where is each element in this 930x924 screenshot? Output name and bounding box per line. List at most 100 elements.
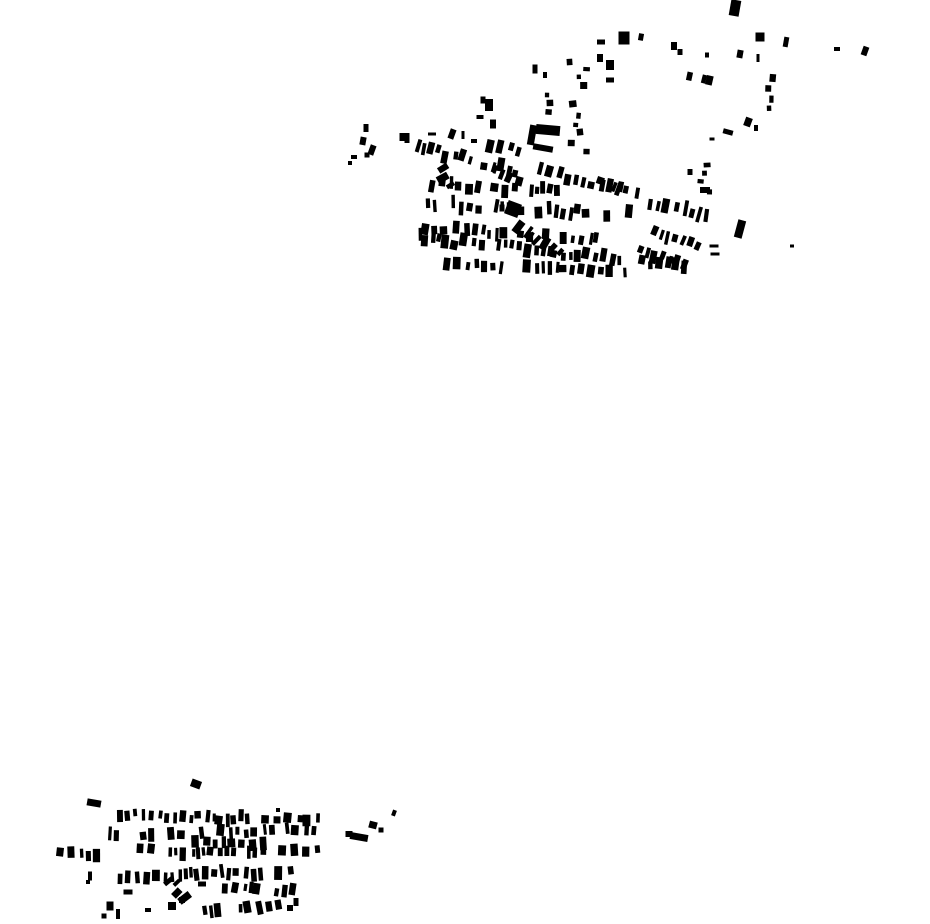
building bbox=[163, 876, 174, 887]
building bbox=[487, 230, 491, 239]
building bbox=[677, 49, 683, 55]
building bbox=[179, 897, 185, 903]
building bbox=[523, 225, 534, 239]
building bbox=[316, 813, 320, 823]
building bbox=[567, 139, 575, 147]
building bbox=[514, 175, 524, 187]
building bbox=[663, 230, 671, 246]
building bbox=[148, 810, 154, 821]
building bbox=[546, 99, 554, 107]
building bbox=[414, 139, 423, 153]
building bbox=[595, 175, 605, 186]
building bbox=[281, 884, 288, 898]
building bbox=[659, 250, 667, 260]
building bbox=[290, 824, 299, 836]
building bbox=[514, 146, 522, 157]
building bbox=[558, 264, 567, 273]
building bbox=[700, 74, 708, 84]
building bbox=[480, 260, 488, 273]
building bbox=[172, 878, 181, 887]
building bbox=[453, 151, 459, 160]
building bbox=[597, 266, 605, 275]
building bbox=[464, 183, 474, 195]
building bbox=[174, 847, 178, 856]
building bbox=[230, 881, 240, 894]
building bbox=[193, 868, 200, 882]
building bbox=[461, 131, 465, 139]
building bbox=[368, 820, 378, 830]
building bbox=[277, 845, 287, 856]
building bbox=[660, 197, 671, 214]
building bbox=[569, 264, 576, 276]
building bbox=[288, 882, 297, 896]
building bbox=[573, 122, 579, 128]
building bbox=[624, 204, 634, 219]
building bbox=[287, 905, 293, 911]
building bbox=[592, 232, 599, 244]
building bbox=[311, 825, 317, 836]
building bbox=[743, 116, 753, 128]
building bbox=[687, 169, 693, 175]
building bbox=[132, 808, 138, 817]
building bbox=[179, 847, 187, 862]
building bbox=[426, 141, 436, 155]
building bbox=[351, 155, 357, 159]
building bbox=[192, 849, 196, 857]
building bbox=[475, 205, 482, 214]
building bbox=[214, 815, 223, 826]
building bbox=[261, 815, 269, 824]
building bbox=[452, 256, 461, 270]
building bbox=[474, 258, 480, 269]
building bbox=[766, 105, 772, 112]
building bbox=[201, 847, 206, 856]
building bbox=[535, 123, 561, 137]
building bbox=[250, 868, 258, 882]
building bbox=[577, 235, 585, 246]
building bbox=[203, 836, 211, 846]
building bbox=[485, 99, 493, 111]
building bbox=[201, 866, 209, 880]
building bbox=[262, 824, 267, 835]
building bbox=[440, 234, 450, 249]
building bbox=[420, 234, 429, 247]
building bbox=[573, 203, 582, 215]
building bbox=[479, 162, 488, 171]
building bbox=[560, 252, 566, 261]
building bbox=[92, 848, 101, 863]
building bbox=[736, 49, 744, 59]
building bbox=[166, 826, 175, 840]
building bbox=[478, 239, 486, 251]
building bbox=[610, 181, 618, 193]
building bbox=[191, 834, 199, 848]
building bbox=[496, 157, 506, 172]
building bbox=[522, 259, 531, 273]
building bbox=[431, 225, 438, 235]
building bbox=[648, 250, 658, 265]
building bbox=[474, 180, 482, 194]
building bbox=[432, 199, 437, 213]
building bbox=[688, 208, 696, 219]
building bbox=[465, 261, 471, 271]
building bbox=[568, 207, 574, 221]
building bbox=[658, 229, 665, 241]
building bbox=[205, 809, 211, 823]
building bbox=[210, 868, 218, 877]
building bbox=[543, 72, 547, 78]
building bbox=[248, 839, 257, 852]
building bbox=[569, 252, 573, 260]
building bbox=[498, 261, 504, 275]
building bbox=[705, 52, 709, 58]
building bbox=[549, 249, 558, 259]
building bbox=[378, 827, 384, 833]
building bbox=[617, 255, 622, 266]
building bbox=[188, 866, 193, 878]
building bbox=[212, 839, 218, 849]
building bbox=[146, 843, 156, 854]
building bbox=[534, 186, 540, 194]
building bbox=[509, 239, 515, 249]
building bbox=[704, 74, 714, 86]
building bbox=[526, 124, 538, 146]
building bbox=[141, 809, 146, 821]
building bbox=[671, 233, 679, 243]
